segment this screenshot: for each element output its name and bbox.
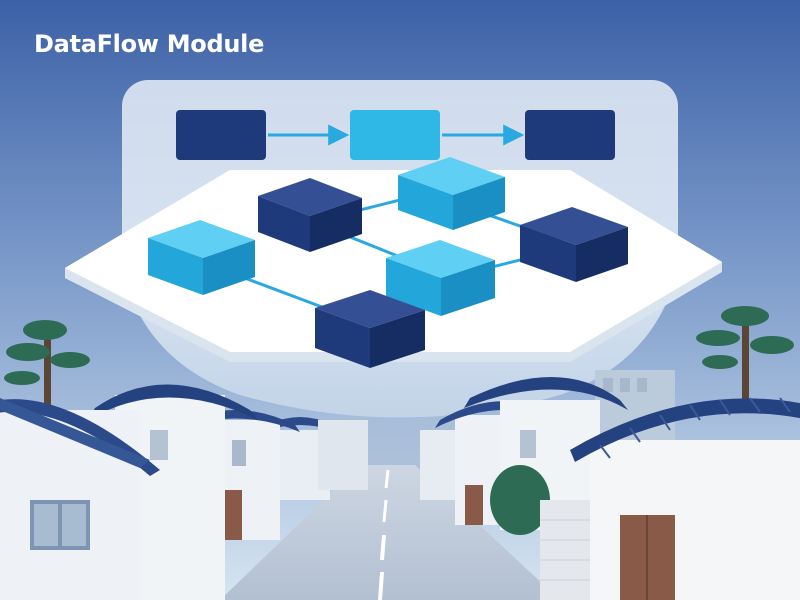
hanok-houses-left [0,384,368,600]
bush [490,465,550,535]
page-title: DataFlow Module [34,30,265,58]
cube-dark-center [258,178,362,252]
cube-light-top [398,157,505,230]
cube-light-left [148,220,255,295]
street-road [220,465,560,600]
flow-node-light [350,110,440,160]
pine-tree-left [4,320,90,410]
cube-dark-bottom [315,290,425,368]
cube-light-middle [386,240,495,316]
flow-node-dark [176,110,266,160]
pine-tree-right [696,306,794,408]
hanok-houses-right [420,376,800,600]
top-flow-row [176,110,615,160]
flow-node-dark [525,110,615,160]
cube-dark-right [520,207,628,282]
